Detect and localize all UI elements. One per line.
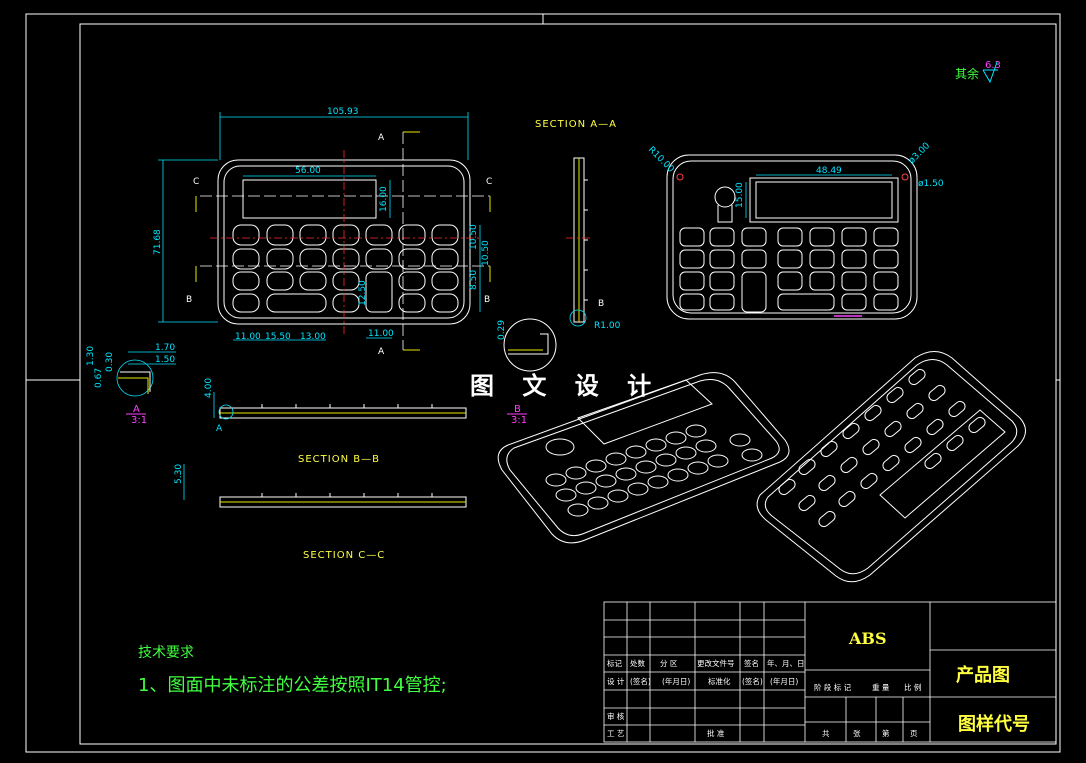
title-block-row-3: 审 核 [607, 711, 625, 721]
svg-text:11.00: 11.00 [235, 332, 261, 342]
svg-text:B: B [514, 404, 521, 415]
svg-text:B: B [598, 299, 604, 309]
svg-text:签名: 签名 [744, 658, 759, 668]
svg-text:比 例: 比 例 [904, 682, 921, 692]
svg-text:ø3.00: ø3.00 [907, 141, 932, 166]
back-view: 48.49 15.00 R10.00 ø3.00 ø1.50 [646, 141, 944, 320]
section-bb: 4.00 A SECTION B—B [204, 378, 467, 465]
watermark: 图 文 设 计 [470, 372, 662, 400]
display-window [242, 179, 377, 219]
dim-window-w: 56.00 [295, 166, 321, 176]
key-grid [232, 224, 459, 313]
section-bb-title: SECTION B—B [298, 454, 380, 465]
tech-line-1: 1、图面中未标注的公差按照IT14管控; [138, 675, 447, 696]
material-label: ABS [848, 629, 887, 648]
detail-b: 0.29 B 3:1 [497, 318, 557, 426]
svg-text:处数: 处数 [630, 658, 645, 668]
svg-text:R1.00: R1.00 [594, 321, 621, 331]
svg-text:R10.00: R10.00 [646, 145, 676, 175]
svg-text:C: C [486, 177, 492, 187]
svg-text:分 区: 分 区 [660, 659, 678, 668]
svg-text:阶 段 标 记: 阶 段 标 记 [814, 682, 852, 692]
roughness-label: 其余 [955, 66, 979, 81]
svg-text:1.50: 1.50 [155, 355, 175, 365]
svg-text:0.30: 0.30 [105, 352, 115, 372]
section-aa-title: SECTION A—A [535, 119, 617, 130]
svg-text:1.70: 1.70 [155, 343, 175, 353]
svg-text:4.00: 4.00 [204, 378, 214, 398]
section-aa: SECTION A—A B R1.00 [535, 119, 621, 331]
isometric-view-front [756, 351, 1026, 583]
svg-text:11.00: 11.00 [368, 329, 394, 339]
section-cc: 5.30 SECTION C—C [174, 464, 467, 561]
svg-text:13.00: 13.00 [300, 332, 326, 342]
svg-text:设 计: 设 计 [607, 676, 625, 686]
svg-text:页: 页 [910, 729, 918, 738]
svg-text:8.50: 8.50 [469, 270, 479, 290]
svg-text:0.67: 0.67 [94, 368, 104, 388]
svg-text:更改文件号: 更改文件号 [697, 658, 735, 668]
front-view: A A C C B B 105.93 71.68 56.00 16.00 10.… [153, 107, 492, 357]
title-block [603, 601, 1057, 743]
svg-text:A: A [378, 133, 385, 143]
title-block-row-2: 设 计 (签名) (年月日) 标准化 (签名) (年月日) 阶 段 标 记 重 … [607, 676, 921, 692]
svg-text:0.29: 0.29 [497, 320, 507, 340]
tech-title: 技术要求 [138, 645, 194, 661]
svg-text:5.30: 5.30 [174, 464, 184, 484]
svg-text:标记: 标记 [607, 658, 622, 668]
svg-text:共: 共 [822, 729, 830, 738]
dim-width: 105.93 [327, 107, 359, 117]
svg-text:年、月、日: 年、月、日 [767, 658, 805, 668]
svg-text:A: A [216, 424, 223, 434]
svg-text:48.49: 48.49 [816, 166, 842, 176]
svg-text:(签名): (签名) [630, 676, 651, 686]
title-block-row-4: 工 艺 批 准 共 张 第 页 [607, 728, 918, 738]
svg-text:审 核: 审 核 [607, 711, 625, 721]
roughness-value: 6.3 [985, 60, 1001, 71]
svg-text:张: 张 [853, 729, 861, 738]
product-label: 产品图 [956, 664, 1010, 686]
svg-text:ø1.50: ø1.50 [918, 179, 944, 189]
svg-text:15.00: 15.00 [735, 182, 745, 208]
svg-text:批 准: 批 准 [707, 728, 725, 738]
svg-text:10.50: 10.50 [481, 240, 491, 266]
svg-text:12.50: 12.50 [358, 280, 368, 306]
isometric-view-back [497, 372, 790, 544]
svg-text:1.30: 1.30 [86, 346, 96, 366]
svg-text:第: 第 [882, 728, 890, 738]
section-cc-title: SECTION C—C [303, 550, 385, 561]
svg-text:A: A [378, 347, 385, 357]
svg-text:标准化: 标准化 [708, 676, 731, 686]
svg-text:工 艺: 工 艺 [607, 729, 624, 738]
svg-text:3:1: 3:1 [511, 415, 527, 426]
svg-text:A: A [133, 404, 140, 415]
detail-a: 1.30 0.67 0.30 1.70 1.50 A 3:1 [86, 343, 176, 426]
svg-text:B: B [484, 295, 490, 305]
svg-text:C: C [193, 177, 199, 187]
svg-text:15.50: 15.50 [265, 332, 291, 342]
svg-text:B: B [186, 295, 192, 305]
svg-text:(年月日): (年月日) [770, 676, 798, 686]
svg-text:(年月日): (年月日) [662, 676, 690, 686]
svg-text:3:1: 3:1 [131, 415, 147, 426]
title-block-row-1: 标记 处数 分 区 更改文件号 签名 年、月、日 [607, 658, 805, 668]
svg-text:(签名): (签名) [742, 676, 763, 686]
svg-text:重 量: 重 量 [872, 683, 890, 692]
drawing-code-label: 图样代号 [958, 713, 1030, 735]
sheet-inner-frame [79, 23, 1057, 745]
svg-text:10.50: 10.50 [469, 224, 479, 250]
dim-height: 71.68 [153, 229, 163, 255]
svg-text:16.00: 16.00 [379, 186, 389, 212]
